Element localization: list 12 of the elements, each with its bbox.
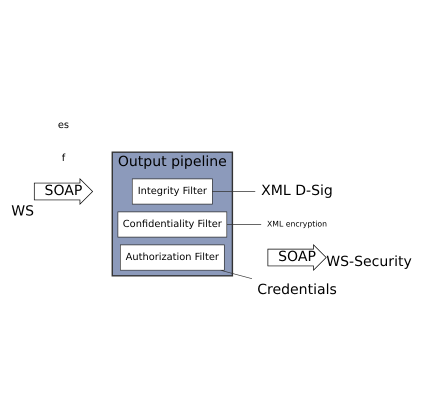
node-box: Integrity Filter — [132, 178, 213, 204]
node-box: Authorization Filter — [120, 244, 225, 271]
label: f — [62, 153, 66, 164]
node-text: XML D-Sig — [261, 183, 333, 200]
node-label: WS-Security — [326, 254, 412, 270]
connector — [212, 191, 256, 192]
connector — [226, 224, 262, 225]
connector — [220, 270, 252, 280]
node-box: Confidentiality Filter — [118, 212, 228, 238]
node-text: Credentials — [257, 282, 337, 298]
label: es — [58, 120, 70, 132]
node-label: WS — [11, 203, 34, 220]
